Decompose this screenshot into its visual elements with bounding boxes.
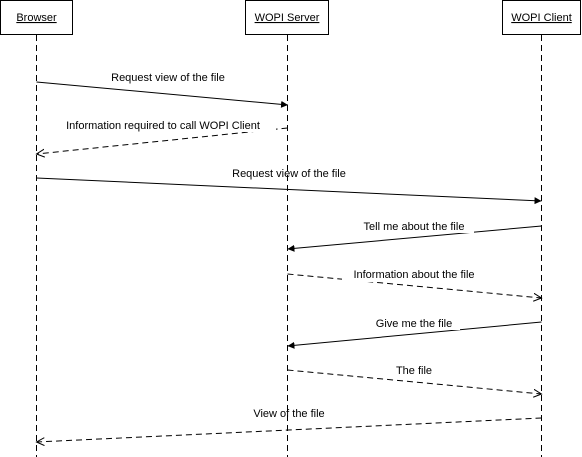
message-5: Information about the file [287,268,542,298]
message-1-label: Request view of the file [111,72,225,84]
message-3-label: Request view of the file [232,168,346,180]
message-4-label: Tell me about the file [364,221,465,233]
message-4: Tell me about the file [287,219,542,252]
message-7-label: The file [396,365,432,377]
message-7: The file [287,364,542,394]
participant-wopi-client-label: WOPI Client [511,12,572,24]
participant-browser-label: Browser [16,12,57,24]
message-6-label: Give me the file [376,318,452,330]
message-3: Request view of the file [36,168,542,205]
message-8: View of the file [37,408,542,442]
message-2-label: Information required to call WOPI Client [66,120,260,132]
message-2: Information required to call WOPI Client [37,118,288,154]
participant-browser: Browser [0,0,73,35]
message-1: Request view of the file [36,72,289,108]
participant-wopi-server-label: WOPI Server [255,12,320,24]
message-6: Give me the file [287,316,542,349]
participant-wopi-server: WOPI Server [245,0,329,35]
message-8-label: View of the file [253,408,324,420]
participant-wopi-client: WOPI Client [502,0,581,35]
message-5-label: Information about the file [353,269,474,281]
